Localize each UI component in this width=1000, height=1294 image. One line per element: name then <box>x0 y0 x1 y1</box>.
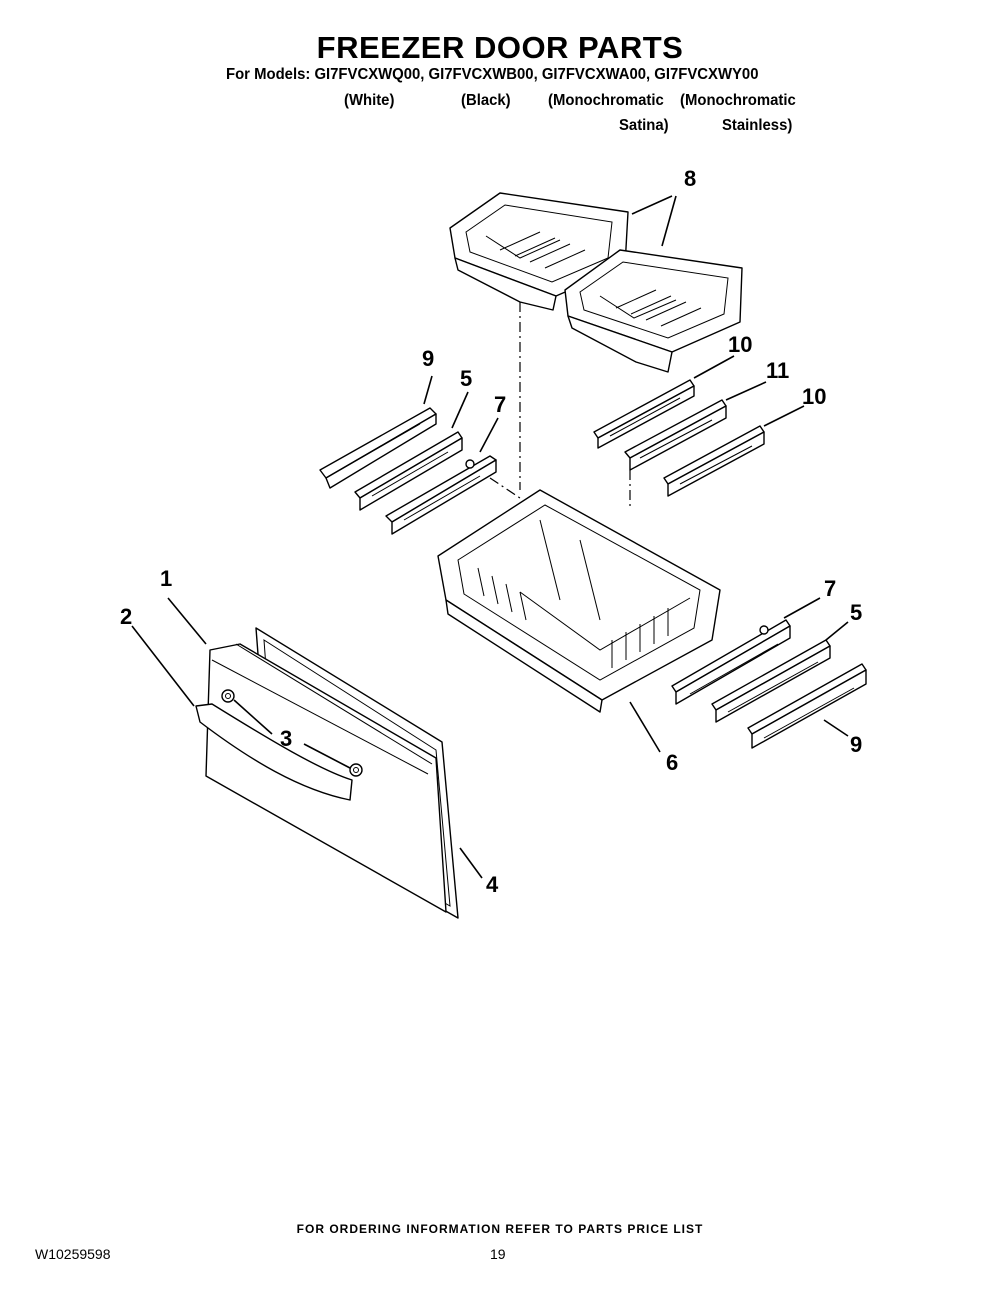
freezer-basket <box>437 489 721 713</box>
track-left <box>385 455 521 535</box>
slide-rail-left <box>354 431 463 511</box>
page-title: FREEZER DOOR PARTS <box>316 30 684 65</box>
slide-rail-right <box>711 639 831 723</box>
variant-white: (White) <box>344 92 395 109</box>
callout-2: 2 <box>120 604 132 629</box>
upper-basket-front <box>564 249 743 373</box>
rail-upper-right <box>593 379 695 449</box>
track-right <box>671 619 791 705</box>
document-number: W10259598 <box>35 1246 111 1262</box>
center-rail-right <box>624 399 727 506</box>
callout-8: 8 <box>684 166 696 191</box>
door-handle <box>195 703 353 801</box>
upper-basket-back <box>449 192 629 490</box>
callout-7-right: 7 <box>824 576 836 601</box>
callout-3: 3 <box>280 726 292 751</box>
variant-satina-line2: Satina) <box>619 117 669 134</box>
callout-9-right: 9 <box>850 732 862 757</box>
leader-lines <box>131 195 849 879</box>
ordering-note: FOR ORDERING INFORMATION REFER TO PARTS … <box>296 1222 704 1236</box>
callout-10-top: 10 <box>728 332 752 357</box>
callout-9-left: 9 <box>422 346 434 371</box>
variant-stainless-line1: (Monochromatic <box>680 92 796 109</box>
rail-cover-left <box>319 407 437 489</box>
callout-6: 6 <box>666 750 678 775</box>
callout-4: 4 <box>486 872 499 897</box>
callout-7-left: 7 <box>494 392 506 417</box>
rail-cover-right <box>747 663 867 749</box>
callout-1: 1 <box>160 566 172 591</box>
callout-10-bottom: 10 <box>802 384 826 409</box>
variant-stainless-line2: Stainless) <box>722 117 793 134</box>
models-line: For Models: GI7FVCXWQ00, GI7FVCXWB00, GI… <box>226 66 759 83</box>
rail-lower-right <box>663 425 765 497</box>
handle-fasteners <box>221 689 363 777</box>
callout-5-left: 5 <box>460 366 472 391</box>
variant-black: (Black) <box>461 92 511 109</box>
page-number: 19 <box>490 1246 506 1262</box>
callout-5-right: 5 <box>850 600 862 625</box>
callout-11: 11 <box>766 358 789 383</box>
variant-satina-line1: (Monochromatic <box>548 92 664 109</box>
